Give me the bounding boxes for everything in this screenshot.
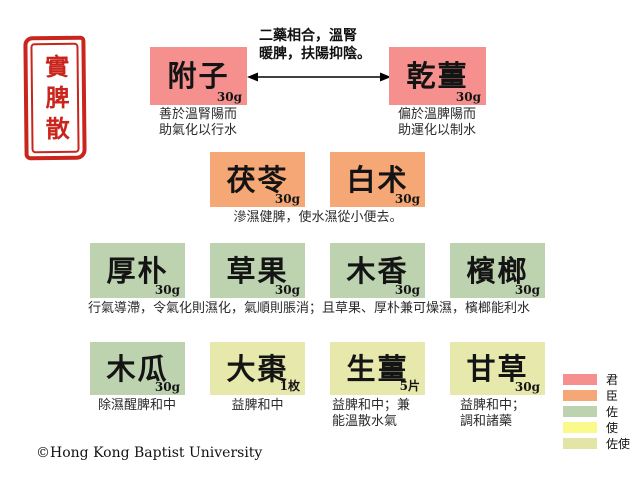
role-legend: 君 臣 佐 使 佐使 (563, 371, 630, 451)
herb-dose: 30g (154, 380, 180, 394)
legend-label: 君 (606, 372, 619, 387)
double-arrow-icon (247, 72, 391, 82)
legend-swatch-zuo (563, 405, 597, 417)
herb-dose: 30g (514, 283, 540, 297)
group-note-chen: 滲濕健脾，使水濕從小便去。 (233, 210, 403, 225)
herb-name: 茯苓 (226, 162, 289, 197)
herb-name: 大棗 (226, 351, 289, 386)
herb-dose: 30g (455, 90, 481, 104)
herb-dose: 30g (154, 283, 180, 297)
herb-box-ganjiang: 乾薑 30g (389, 47, 486, 105)
herb-box-baizhu: 白术 30g (330, 152, 425, 207)
legend-row-jun: 君 (563, 371, 630, 387)
formula-title: 實脾散 (40, 53, 71, 147)
herb-name: 生薑 (346, 351, 409, 386)
herb-name: 白术 (346, 162, 409, 197)
herb-name: 草果 (226, 253, 289, 288)
herb-note-dazao: 益脾和中 (231, 398, 284, 413)
legend-swatch-chen (563, 389, 597, 401)
herb-dose: 1枚 (279, 379, 300, 393)
herb-note-fuzi: 善於溫腎陽而 助氣化以行水 (158, 107, 237, 138)
legend-row-zuoshi: 佐使 (563, 435, 630, 451)
herb-note-gancao: 益脾和中； 調和諸藥 (460, 398, 526, 429)
legend-row-zuo: 佐 (563, 403, 630, 419)
herb-box-binglang: 檳榔 30g (450, 243, 545, 298)
herb-name: 厚朴 (106, 253, 169, 288)
herb-name: 木瓜 (106, 351, 169, 386)
herb-name: 甘草 (466, 351, 529, 386)
herb-dose: 30g (394, 283, 420, 297)
herb-box-fuzi: 附子 30g (150, 47, 247, 105)
herb-box-caoguo: 草果 30g (210, 243, 305, 298)
herb-box-mugua: 木瓜 30g (90, 342, 185, 395)
legend-label: 使 (606, 420, 619, 435)
herb-dose: 30g (216, 90, 242, 104)
legend-row-shi: 使 (563, 419, 630, 435)
legend-label: 佐 (606, 404, 619, 419)
herb-name: 附子 (167, 59, 230, 93)
herb-name: 檳榔 (466, 253, 529, 288)
legend-label: 佐使 (606, 436, 631, 451)
copyright-text: ©Hong Kong Baptist University (36, 445, 263, 461)
legend-swatch-shi (563, 421, 597, 433)
legend-swatch-jun (563, 373, 597, 385)
herb-name: 木香 (346, 253, 409, 288)
herb-note-mugua: 除濕醒脾和中 (97, 398, 176, 413)
formula-seal: 實脾散 (23, 35, 87, 161)
herb-name: 乾薑 (406, 59, 469, 93)
herb-note-ganjiang: 偏於溫脾陽而 助運化以制水 (397, 107, 476, 138)
herb-box-shengjiang: 生薑 5片 (330, 342, 425, 395)
herb-dose: 5片 (399, 379, 420, 393)
herb-dose: 30g (274, 283, 300, 297)
relation-note: 二藥相合，溫腎 暖脾，扶陽抑陰。 (259, 28, 371, 62)
legend-swatch-zuoshi (563, 437, 597, 449)
herb-dose: 30g (514, 380, 540, 394)
herb-note-shengjiang: 益脾和中；兼 能溫散水氣 (332, 398, 411, 429)
herb-box-fuling: 茯苓 30g (210, 152, 305, 207)
herb-box-muxiang: 木香 30g (330, 243, 425, 298)
group-note-zuo: 行氣導滯，令氣化則濕化，氣順則脹消；且草果、厚朴兼可燥濕，檳榔能利水 (88, 301, 531, 316)
herb-box-gancao: 甘草 30g (450, 342, 545, 395)
herb-box-houpo: 厚朴 30g (90, 243, 185, 298)
legend-label: 臣 (606, 388, 619, 403)
herb-dose: 30g (274, 192, 300, 206)
herb-box-dazao: 大棗 1枚 (210, 342, 305, 395)
legend-row-chen: 臣 (563, 387, 630, 403)
herb-dose: 30g (394, 192, 420, 206)
